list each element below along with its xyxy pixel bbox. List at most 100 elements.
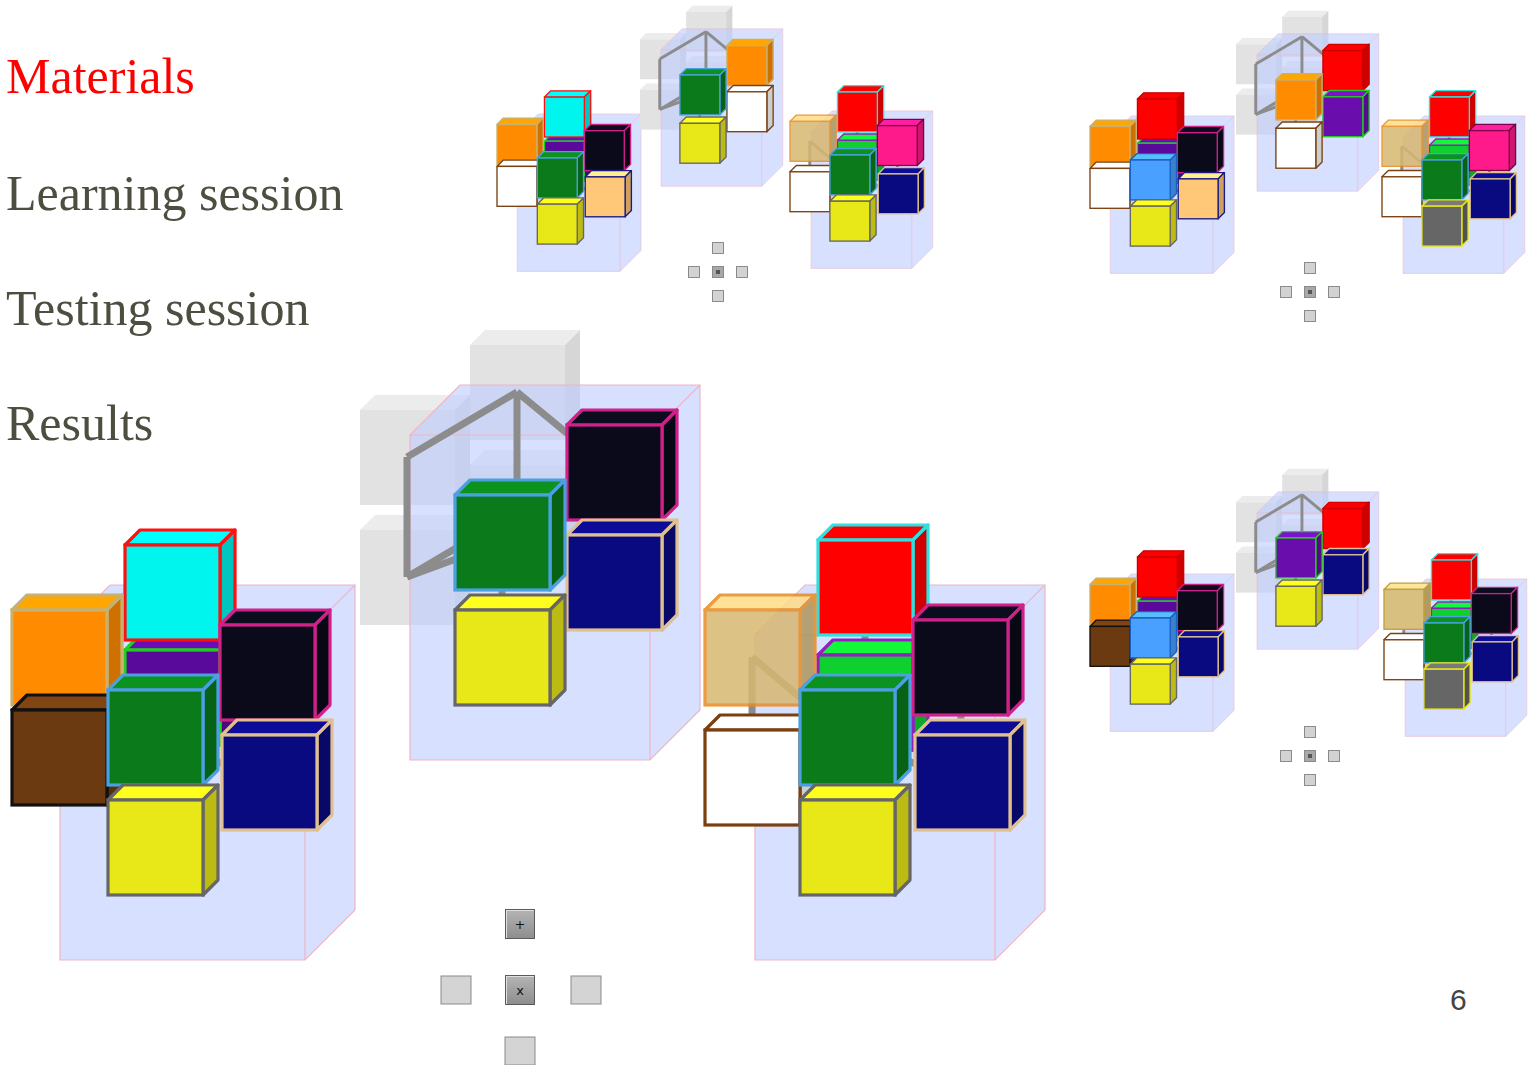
cube — [537, 198, 583, 244]
cube-top — [1137, 551, 1183, 557]
container-box — [1257, 492, 1379, 650]
cube-face — [584, 131, 624, 171]
cube-top — [727, 39, 773, 45]
control-button — [737, 267, 748, 278]
connector-rod — [407, 392, 517, 457]
cube-top — [1323, 549, 1369, 555]
cube-face — [878, 174, 918, 214]
connector-rod — [404, 457, 411, 577]
cube-top — [222, 720, 332, 735]
cube-group — [1382, 91, 1525, 274]
cube — [455, 480, 565, 590]
cube-side — [577, 198, 583, 244]
cube — [1177, 126, 1223, 172]
cube-face — [1323, 509, 1363, 549]
cube-top — [544, 91, 590, 97]
cube — [455, 595, 565, 705]
cube-side — [720, 117, 726, 163]
cube — [1276, 580, 1322, 626]
cube-face — [1276, 80, 1316, 120]
cube-group — [1236, 469, 1379, 650]
cube-side — [1363, 502, 1369, 548]
cube-top — [12, 595, 122, 610]
cube-top — [497, 118, 543, 124]
cube-top — [1384, 583, 1430, 589]
container-box — [410, 385, 700, 760]
cube-face — [455, 610, 550, 705]
cube-group — [1090, 551, 1234, 732]
cube-side — [917, 119, 923, 165]
cube-top — [220, 610, 330, 625]
cube-top — [108, 785, 218, 800]
cube-top — [1323, 91, 1369, 97]
cube-side — [895, 675, 910, 785]
container-fill — [661, 29, 783, 187]
cube-face — [1178, 179, 1218, 219]
cube — [108, 675, 218, 785]
container-fill — [1257, 34, 1379, 192]
cube-face — [1469, 131, 1509, 171]
cube-side — [662, 410, 677, 520]
control-button — [1305, 727, 1316, 738]
cube-face — [567, 535, 662, 630]
cube-face — [1130, 664, 1170, 704]
page-number: 6 — [1450, 982, 1467, 1018]
connector-rod — [1256, 37, 1302, 64]
control-button — [1305, 311, 1316, 322]
cube-top — [12, 695, 122, 710]
cube-face — [1130, 618, 1170, 658]
cube-side — [1217, 584, 1223, 630]
cube — [567, 520, 677, 630]
container-box — [1257, 34, 1379, 192]
cube — [1424, 617, 1470, 663]
cube-side — [1170, 658, 1176, 704]
cube-top — [584, 124, 630, 130]
cube-top — [1382, 120, 1428, 126]
cube — [1276, 532, 1322, 578]
cube-side — [624, 124, 630, 170]
cube-face — [1276, 586, 1316, 626]
cube-top — [470, 330, 580, 345]
cube-face — [1090, 168, 1130, 208]
cube-group — [640, 6, 783, 187]
control-button — [505, 1037, 535, 1065]
cube-top — [1130, 154, 1176, 160]
control-button — [1281, 751, 1292, 762]
cube-top — [878, 168, 924, 174]
cube — [1130, 612, 1176, 658]
cube-top — [1090, 578, 1136, 584]
cube-side — [1316, 74, 1322, 120]
cube — [1130, 154, 1176, 200]
cube-top — [877, 119, 923, 125]
connector-rod — [660, 32, 706, 59]
control-pad — [689, 243, 748, 302]
cube-face — [1323, 555, 1363, 595]
cube-top — [455, 480, 565, 495]
cube-top — [1276, 580, 1322, 586]
cube-top — [727, 86, 773, 92]
cube-face — [1177, 591, 1217, 631]
cube-face — [1276, 128, 1316, 168]
cube — [1469, 124, 1515, 170]
cube-top — [818, 525, 928, 540]
cube-side — [720, 69, 726, 115]
cube-side — [203, 785, 218, 895]
cube-face — [1470, 179, 1510, 219]
cube-face — [497, 166, 537, 206]
cube-face — [1130, 160, 1170, 200]
cube-side — [1010, 720, 1025, 830]
cube-top — [1429, 91, 1475, 97]
cube-face — [1090, 126, 1130, 166]
cube-face — [108, 800, 203, 895]
cube-top — [1090, 162, 1136, 168]
cube-top — [1090, 120, 1136, 126]
cube-face — [125, 545, 220, 640]
cube-side — [767, 39, 773, 85]
cube — [680, 69, 726, 115]
cube-top — [455, 595, 565, 610]
cube — [220, 610, 330, 720]
cube-face — [1472, 642, 1512, 682]
menu-item: Learning session — [6, 163, 343, 223]
cube-side — [317, 720, 332, 830]
cube-top — [1137, 93, 1183, 99]
